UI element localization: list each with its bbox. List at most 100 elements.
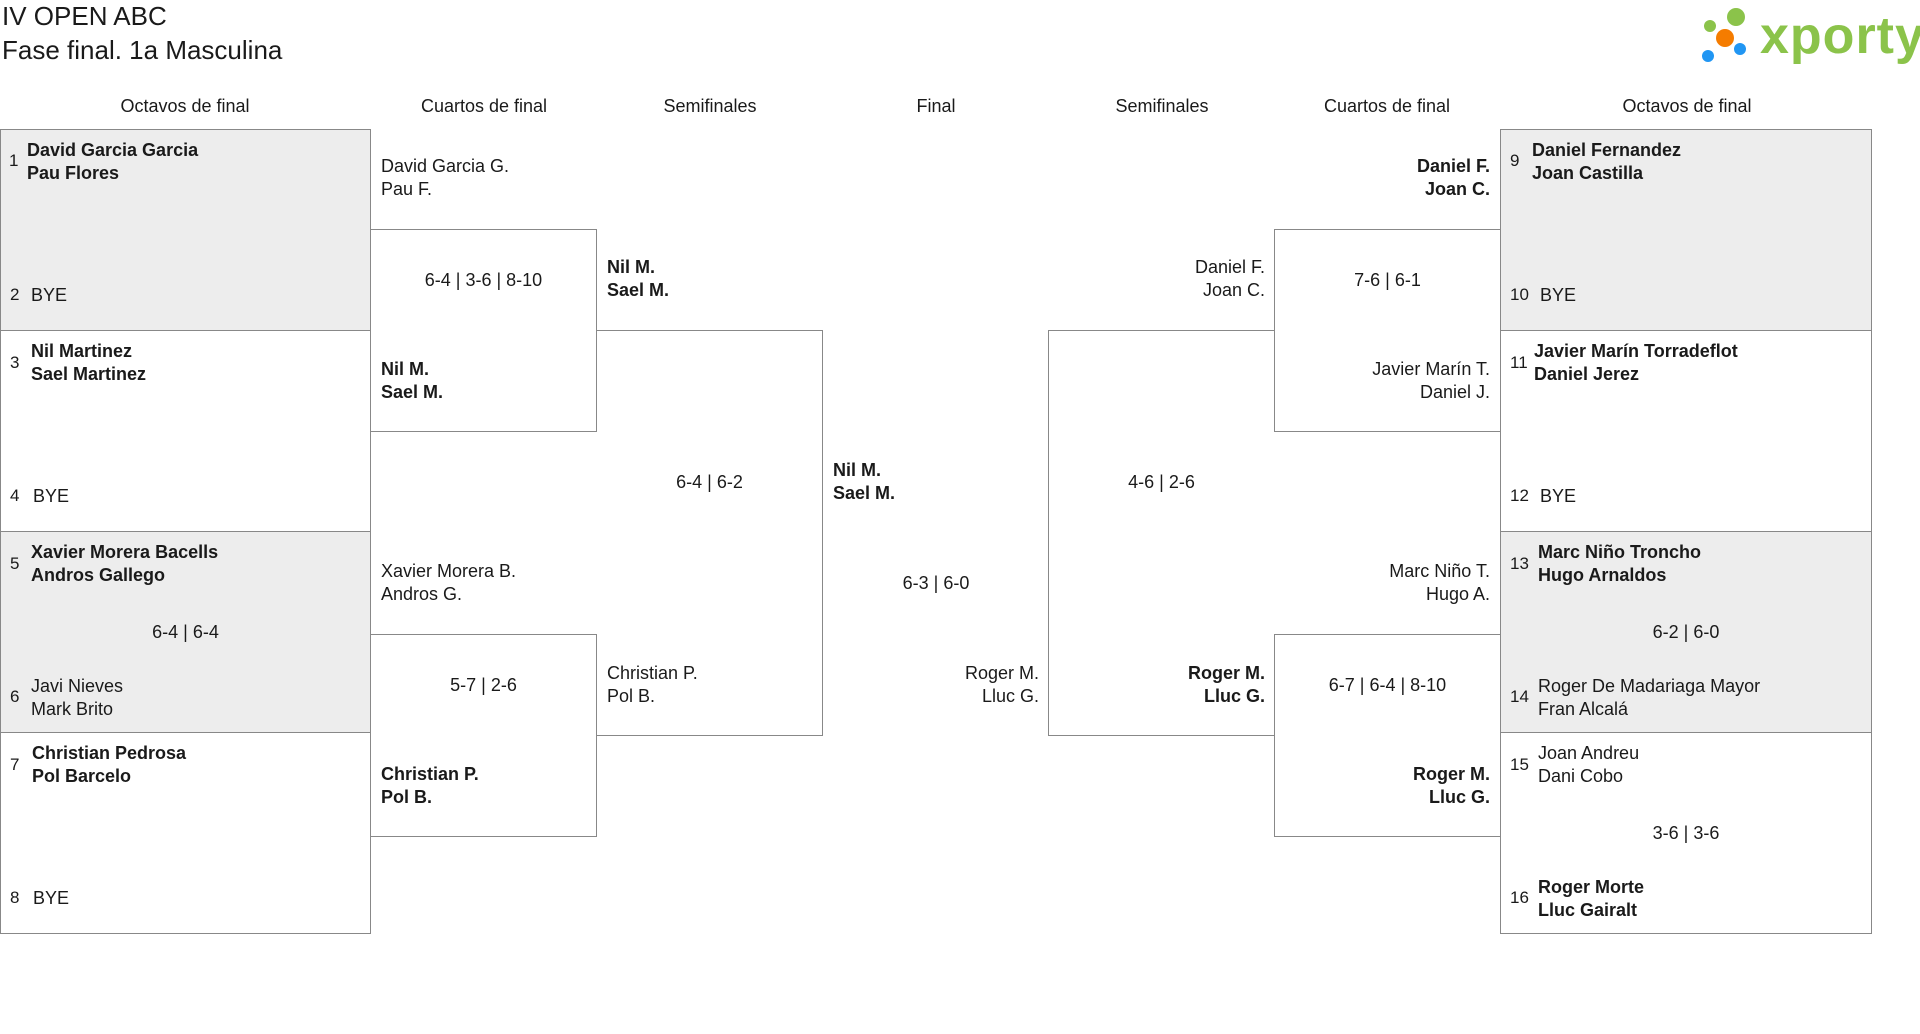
team-player: Roger M. — [964, 663, 1039, 683]
page-subtitle: Fase final. 1a Masculina — [2, 35, 283, 65]
team-player: Roger M. — [1187, 663, 1265, 683]
match-score: 6-4 | 3-6 | 8-10 — [424, 270, 543, 290]
team-player: David Garcia Garcia — [27, 140, 199, 160]
team-player: Roger Morte — [1538, 877, 1645, 897]
team-player: Joan Castilla — [1532, 163, 1644, 183]
team-player: Pol Barcelo — [32, 766, 132, 786]
match-score: 6-4 | 6-2 — [676, 472, 743, 492]
team-player: Daniel F. — [1194, 257, 1265, 277]
team-player: Sael Martinez — [31, 364, 147, 384]
team-player: Nil M. — [607, 257, 655, 277]
team-player: Daniel Jerez — [1534, 364, 1640, 384]
team-player: Daniel F. — [1416, 156, 1490, 176]
match-box — [0, 531, 371, 733]
round-header-qf-right: Cuartos de final — [1323, 96, 1451, 116]
seed-number: 4 — [10, 486, 20, 505]
match-score: 6-4 | 6-4 — [152, 622, 219, 642]
match-score: 5-7 | 2-6 — [450, 675, 517, 695]
logo-text: xporty — [1760, 7, 1920, 65]
team-player: Sael M. — [833, 483, 896, 503]
team-player: Javi Nieves — [31, 676, 124, 696]
round-header-r16-left: Octavos de final — [120, 96, 250, 116]
round-header-sf-left: Semifinales — [663, 96, 757, 116]
team-player: Lluc G. — [1428, 787, 1490, 807]
team-player: Hugo Arnaldos — [1538, 565, 1667, 585]
team-player: Nil Martinez — [31, 341, 133, 361]
match-connector — [596, 330, 823, 736]
match-score: 3-6 | 3-6 — [1652, 823, 1720, 843]
match-connector — [1274, 634, 1501, 837]
seed-number: 1 — [9, 151, 19, 170]
xporty-logo: xporty — [1697, 4, 1920, 68]
team-player: BYE — [1540, 486, 1577, 506]
seed-number: 9 — [1510, 151, 1520, 170]
seed-number: 12 — [1510, 486, 1529, 505]
seed-number: 16 — [1510, 888, 1529, 907]
round-header-sf-right: Semifinales — [1115, 96, 1209, 116]
team-player: BYE — [31, 285, 68, 305]
match-box — [0, 129, 371, 331]
team-player: Roger De Madariaga Mayor — [1538, 676, 1761, 696]
team-player: Joan C. — [1202, 280, 1265, 300]
match-score: 7-6 | 6-1 — [1354, 270, 1421, 290]
team-player: Nil M. — [833, 460, 881, 480]
match-score: 6-2 | 6-0 — [1652, 622, 1720, 642]
match-score: 6-3 | 6-0 — [902, 573, 970, 593]
match-box — [1500, 129, 1872, 331]
seed-number: 5 — [10, 554, 20, 573]
seed-number: 6 — [10, 687, 20, 706]
seed-number: 8 — [10, 888, 20, 907]
match-score: 4-6 | 2-6 — [1128, 472, 1195, 492]
seed-number: 15 — [1510, 755, 1529, 774]
team-player: Pau F. — [381, 179, 433, 199]
seed-number: 7 — [10, 755, 20, 774]
team-player: Daniel J. — [1419, 382, 1490, 402]
round-header-r16-right: Octavos de final — [1622, 96, 1752, 116]
seed-number: 11 — [1510, 353, 1528, 372]
match-box — [1500, 732, 1872, 934]
team-player: Roger M. — [1412, 764, 1490, 784]
match-box — [1500, 531, 1872, 733]
team-player: Pol B. — [607, 686, 656, 706]
team-player: Lluc G. — [1203, 686, 1265, 706]
team-player: David Garcia G. — [381, 156, 510, 176]
team-player: Mark Brito — [31, 699, 114, 719]
team-player: Sael M. — [607, 280, 670, 300]
team-player: BYE — [33, 888, 70, 908]
match-connector — [1274, 229, 1501, 432]
team-player: BYE — [33, 486, 70, 506]
team-player: Marc Niño T. — [1389, 561, 1490, 581]
team-player: Fran Alcalá — [1538, 699, 1629, 719]
seed-number: 3 — [10, 353, 20, 372]
page-title: IV OPEN ABC — [2, 1, 167, 31]
match-connector — [1048, 330, 1275, 736]
team-player: Daniel Fernandez — [1532, 140, 1682, 160]
team-player: Pau Flores — [27, 163, 120, 183]
team-player: Xavier Morera Bacells — [31, 542, 219, 562]
team-player: Javier Marín T. — [1372, 359, 1490, 379]
team-player: Joan Andreu — [1538, 743, 1640, 763]
team-player: Joan C. — [1424, 179, 1490, 199]
team-player: BYE — [1540, 285, 1577, 305]
seed-number: 14 — [1510, 687, 1529, 706]
team-player: Xavier Morera B. — [381, 561, 517, 581]
round-header-qf-left: Cuartos de final — [420, 96, 548, 116]
team-player: Christian Pedrosa — [32, 743, 187, 763]
match-score: 6-7 | 6-4 | 8-10 — [1328, 675, 1447, 695]
seed-number: 2 — [10, 285, 20, 304]
team-player: Christian P. — [607, 663, 698, 683]
team-player: Andros G. — [381, 584, 463, 604]
team-player: Nil M. — [381, 359, 429, 379]
team-player: Dani Cobo — [1538, 766, 1624, 786]
match-box — [0, 732, 371, 934]
seed-number: 10 — [1510, 285, 1529, 304]
team-player: Lluc Gairalt — [1538, 900, 1638, 920]
team-player: Sael M. — [381, 382, 444, 402]
team-player: Marc Niño Troncho — [1538, 542, 1702, 562]
seed-number: 13 — [1510, 554, 1529, 573]
team-player: Hugo A. — [1425, 584, 1490, 604]
team-player: Lluc G. — [981, 686, 1039, 706]
team-player: Christian P. — [381, 764, 479, 784]
round-header-final: Final — [916, 96, 956, 116]
logo-dots-icon — [1702, 8, 1746, 62]
